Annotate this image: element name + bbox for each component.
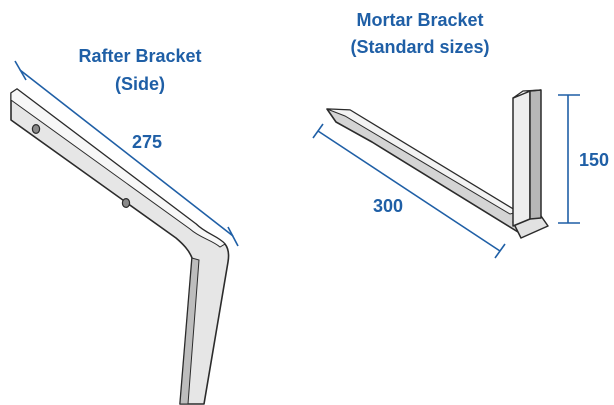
mortar-bracket-upright-side	[529, 89, 542, 220]
mortar-bracket-spike	[326, 108, 519, 233]
rafter-bracket-strap	[10, 88, 230, 405]
rafter-bracket-hole-2	[121, 198, 131, 209]
rafter-bracket-title-line2: (Side)	[115, 74, 165, 94]
mortar-bracket-upright-front	[512, 90, 531, 227]
rafter-bracket-leg-edge	[179, 257, 200, 405]
mortar-bracket: Mortar Bracket (Standard sizes) 300 150	[312, 10, 609, 259]
rafter-bracket-hole-1	[31, 123, 41, 134]
rafter-dimension-label: 275	[132, 132, 162, 152]
mortar-bracket-title-line1: Mortar Bracket	[356, 10, 483, 30]
rafter-bracket-top-face	[10, 88, 226, 248]
mortar-bracket-title-line2: (Standard sizes)	[350, 37, 489, 57]
rafter-bracket: Rafter Bracket (Side) 275	[10, 46, 239, 405]
mortar-length-dimension-line	[312, 123, 506, 259]
mortar-height-label: 150	[579, 150, 609, 170]
rafter-dimension-line	[14, 60, 239, 247]
mortar-bracket-upright-top	[512, 89, 542, 99]
rafter-bracket-title-line1: Rafter Bracket	[78, 46, 201, 66]
mortar-height-dimension-line	[558, 94, 580, 224]
mortar-length-label: 300	[373, 196, 403, 216]
